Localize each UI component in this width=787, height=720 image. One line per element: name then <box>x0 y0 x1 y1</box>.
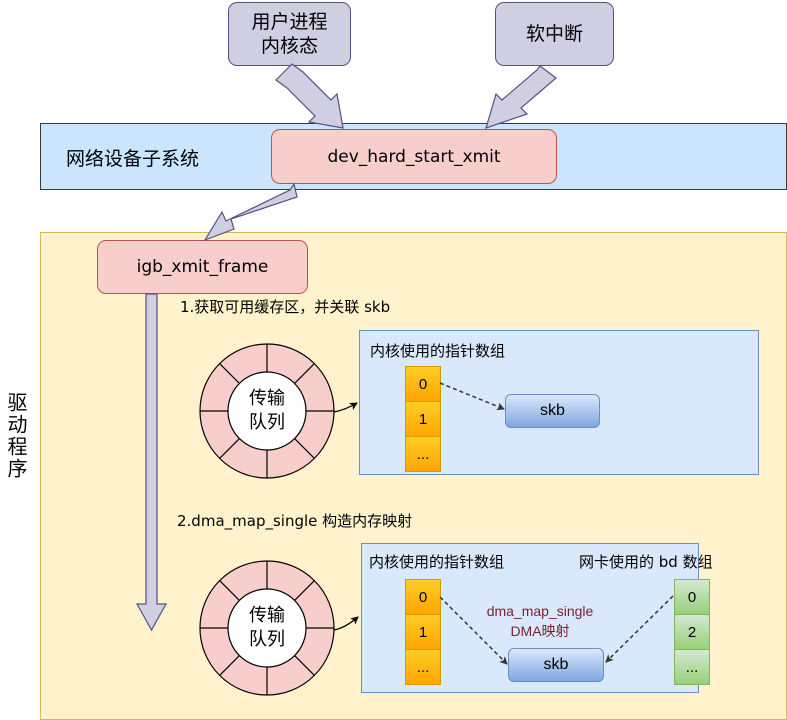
bd-cell: ... <box>674 650 710 685</box>
step2-kernel-panel-title: 内核使用的指针数组 <box>369 553 505 571</box>
user-process-line1: 用户进程 <box>251 11 328 33</box>
dma-mapping-line2: DMA映射 <box>510 623 570 639</box>
step2-pointer-array: 0 1 ... <box>405 579 441 685</box>
dma-mapping-line1: dma_map_single <box>486 603 594 619</box>
ring2-label-line2: 队列 <box>249 629 285 650</box>
driver-title: 驱动程序 <box>4 392 28 480</box>
pointer-cell: 1 <box>405 402 441 437</box>
user-process-line2: 内核态 <box>260 35 318 57</box>
ring1-label-line1: 传输 <box>249 388 285 409</box>
bd-cell: 0 <box>674 579 710 615</box>
ring1-label: 传输 队列 <box>237 387 297 435</box>
ring2-label-line1: 传输 <box>249 605 285 626</box>
pointer-cell: 0 <box>405 579 441 615</box>
network-subsystem-title: 网络设备子系统 <box>66 148 200 170</box>
step1-caption: 1.获取可用缓存区，并关联 skb <box>180 298 391 316</box>
step2-caption: 2.dma_map_single 构造内存映射 <box>177 512 413 530</box>
step2-skb-label: skb <box>543 656 569 673</box>
igb-xmit-frame-box: igb_xmit_frame <box>97 240 308 294</box>
arrow-softirq-to-dev-xmit <box>485 65 557 129</box>
dma-mapping-label: dma_map_single DMA映射 <box>470 601 610 641</box>
arrow-user-to-dev-xmit <box>275 63 344 129</box>
user-process-kernel-box: 用户进程 内核态 <box>228 2 351 66</box>
dev-hard-start-xmit-box: dev_hard_start_xmit <box>271 129 557 184</box>
pointer-cell: 0 <box>405 366 441 402</box>
step2-skb-box: skb <box>508 648 604 682</box>
step1-skb-box: skb <box>505 394 600 428</box>
step2-bd-array: 0 2 ... <box>674 579 710 685</box>
pointer-cell: ... <box>405 650 441 685</box>
step1-skb-label: skb <box>540 402 565 419</box>
softirq-label: 软中断 <box>525 23 583 45</box>
step1-panel-title: 内核使用的指针数组 <box>370 342 506 360</box>
ring1-label-line2: 队列 <box>249 412 285 433</box>
step1-pointer-array: 0 1 ... <box>405 366 441 472</box>
bd-cell: 2 <box>674 615 710 650</box>
pointer-cell: 1 <box>405 615 441 650</box>
step2-nic-panel-title: 网卡使用的 bd 数组 <box>579 553 713 571</box>
ring2-label: 传输 队列 <box>237 604 297 652</box>
igb-xmit-frame-label: igb_xmit_frame <box>136 257 269 277</box>
softirq-box: 软中断 <box>495 2 614 66</box>
pointer-cell: ... <box>405 437 441 472</box>
dev-hard-start-xmit-label: dev_hard_start_xmit <box>327 146 501 167</box>
